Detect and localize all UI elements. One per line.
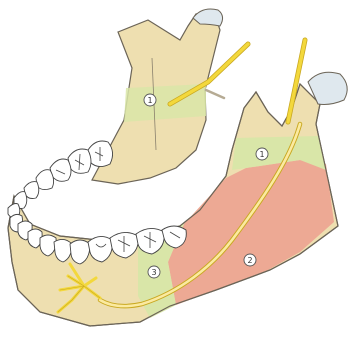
label-right-ramus: 1 <box>256 148 268 160</box>
right-angle-zone <box>168 160 334 305</box>
label-angle-text: 2 <box>247 256 252 265</box>
label-angle: 2 <box>244 254 256 266</box>
label-left-ramus: 1 <box>144 94 156 106</box>
label-molar: 3 <box>148 266 160 278</box>
label-left-ramus-text: 1 <box>147 96 152 105</box>
left-nerve-branch <box>206 90 224 98</box>
label-right-ramus-text: 1 <box>259 150 264 159</box>
label-molar-text: 3 <box>151 268 156 277</box>
